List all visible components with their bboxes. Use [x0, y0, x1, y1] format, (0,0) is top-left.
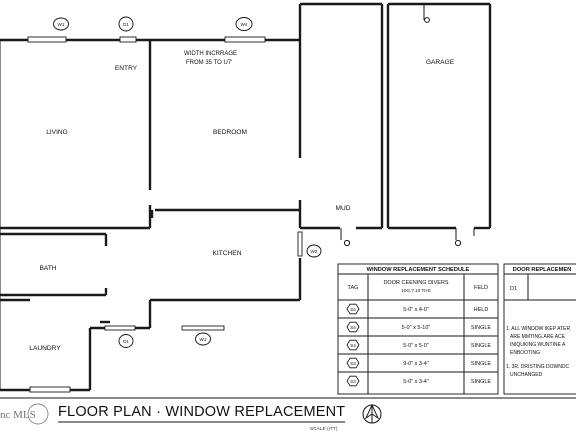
note-line-2: FROM 35 TO U7' [186, 60, 232, 66]
room-label-mud: MUD [335, 205, 350, 212]
note-line-1: WIDTH INCRRAGE [184, 51, 237, 57]
row-tag: S3 [350, 361, 356, 366]
row-type: SINGLE [471, 379, 492, 385]
door-d1-bottom [104, 325, 136, 331]
room-label-entry: ENTRY [115, 65, 138, 72]
tag-marker-d1-bottom: D1 [118, 334, 134, 348]
width-increase-note: WIDTH INCRRAGE FROM 35 TO U7' [184, 51, 237, 66]
window-w2-side [297, 231, 303, 257]
row-size: 5-0" x 3-4" [403, 379, 429, 385]
window-schedule-rows: S4 5-0" x 4-0" HELD S4 5-0" x 5-10" SINGLE S4 5… [346, 303, 492, 387]
row-size: 5-0" x 5-0" [403, 343, 429, 349]
door-replacement-schedule: DOOR REPLACEMEN D1 1. ALL WINDOW IKEP AT… [503, 263, 576, 395]
tag-marker-d1-top: D1 [118, 16, 134, 32]
row-tag: S4 [350, 325, 356, 330]
window-w1-top [27, 36, 67, 43]
window-schedule-row: S4 5-0" x 4-0" HELD [346, 303, 489, 315]
mls-logo-text: nc MLS [0, 409, 36, 421]
window-schedule-title: WINDOW REPLACEMENT SCHEDULE [367, 267, 470, 273]
window-w1-kitchen [181, 325, 225, 331]
tag-w2-label: W2 [311, 249, 318, 254]
window-schedule-row: S3 9-0" x 3-4" SINGLE [346, 357, 492, 369]
row-type: HELD [474, 307, 489, 313]
door-note-line: 1. ALL WINDOW IKEP ATER [506, 326, 570, 332]
window-schedule-col-desc-1: DOOR CEENING DIVERS [383, 280, 448, 286]
tag-hexagon-icon [346, 303, 360, 315]
tag-d1-bottom-label: D1 [123, 339, 129, 344]
door-schedule-notes: 1. ALL WINDOW IKEP ATER ARE MMTING.ARE AC… [506, 326, 570, 378]
row-size: 5-0" x 4-0" [403, 307, 429, 313]
row-tag: S4 [350, 343, 356, 348]
window-w4-top [224, 36, 266, 43]
room-label-bath: BATH [39, 265, 56, 272]
door-note-line: UNCHANGED [510, 372, 543, 378]
tag-hexagon-icon [346, 321, 360, 333]
tag-w1-kitchen-label: W1 [200, 337, 207, 342]
door-note-line: ARE MMTING.ARE ACE [510, 334, 566, 340]
row-size: 5-0" x 5-10" [402, 325, 431, 331]
footer: nc MLS FLOOR PLAN · WINDOW REPLACEMENT S… [0, 403, 382, 432]
room-label-garage: GARAGE [426, 59, 455, 66]
tag-d1-label: D1 [123, 22, 129, 27]
tag-marker-w1-kitchen: W1 [195, 332, 211, 346]
room-label-laundry: LAUNDRY [29, 345, 61, 352]
row-tag: S4 [350, 307, 356, 312]
drawing-title: FLOOR PLAN · WINDOW REPLACEMENT [58, 404, 345, 420]
window-schedule-row: S4 5-0" x 5-0" SINGLE [346, 339, 492, 351]
window-schedule-row: S4 5-0" x 5-10" SINGLE [346, 321, 492, 333]
row-size: 9-0" x 3-4" [403, 361, 429, 367]
door-schedule-title: DOOR REPLACEMEN [513, 267, 571, 273]
window-schedule-row: S3 5-0" x 3-4" SINGLE [346, 375, 492, 387]
tag-marker-w4: W4 [235, 17, 253, 31]
row-type: SINGLE [471, 361, 492, 367]
window-replacement-schedule: WINDOW REPLACEMENT SCHEDULE TAG DOOR CEE… [337, 263, 499, 395]
door-note-line: INIQUKING WUNTINE A [510, 342, 566, 348]
room-label-living: LIVING [46, 129, 68, 136]
scale-label: SCALE (ITT) [310, 426, 338, 432]
door-note-line: ENBOOTING [510, 350, 540, 356]
windows [27, 36, 303, 393]
tag-w1-label: W1 [58, 22, 65, 27]
north-arrow-icon [362, 403, 382, 424]
walls [0, 2, 492, 392]
tag-hexagon-icon [346, 375, 360, 387]
row-type: SINGLE [471, 343, 492, 349]
door-d1-top [119, 36, 137, 43]
row-type: SINGLE [471, 325, 492, 331]
tag-hexagon-icon [346, 357, 360, 369]
window-schedule-col-feld: FELD [474, 285, 488, 291]
window-schedule-col-desc-2: 10G.7.10 THS [401, 288, 430, 293]
tag-marker-w2: W2 [306, 244, 322, 258]
tag-marker-w1-top: W1 [53, 17, 69, 31]
fixtures [340, 4, 475, 247]
door-note-line: 1. 3R. DRISTING DOWNDC [506, 364, 569, 370]
room-label-bedroom: BEDROOM [213, 129, 247, 136]
door-schedule-tag-d1: D1 [510, 286, 517, 292]
room-label-kitchen: KITCHEN [213, 250, 242, 257]
window-laundry [29, 386, 71, 393]
logo-ring [27, 403, 49, 425]
window-schedule-col-tag: TAG [348, 285, 359, 291]
tag-hexagon-icon [346, 339, 360, 351]
tag-w4-label: W4 [241, 22, 248, 27]
row-tag: S3 [350, 379, 356, 384]
